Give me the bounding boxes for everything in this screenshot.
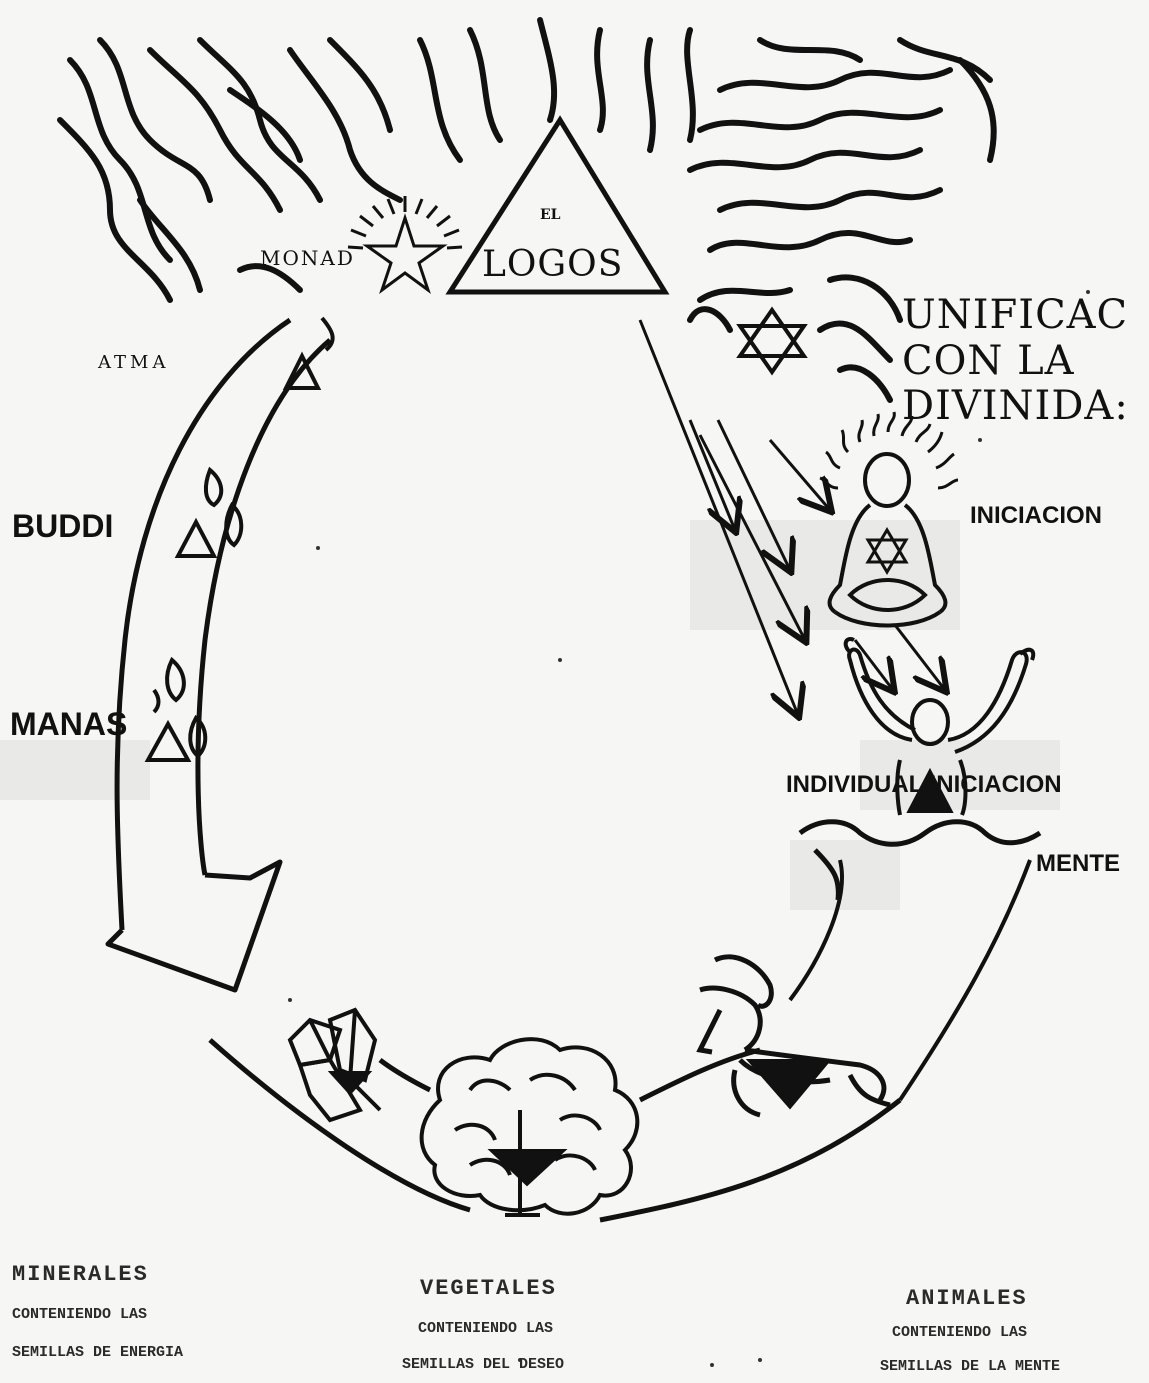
minerales-line-1: CONTENIENDO LAS (12, 1306, 147, 1323)
monad-star-icon (348, 196, 462, 290)
background-shading (0, 520, 1060, 910)
logos-rays-arrows (640, 320, 945, 715)
buddi-label: BUDDI (12, 508, 113, 545)
atma-triangle-icon (286, 318, 333, 388)
vegetales-title: VEGETALES (420, 1276, 557, 1301)
goat-icon (700, 957, 890, 1115)
unificacion-line-3: DIVINIDA: (902, 383, 1129, 429)
individual-iniciacion-label: INDIVIDUAL INICIACION (786, 771, 1062, 799)
iniciacion-label: INICIACION (970, 502, 1102, 530)
animales-title: ANIMALES (906, 1286, 1028, 1311)
minerales-title: MINERALES (12, 1262, 149, 1287)
specks (288, 290, 1090, 1367)
vegetales-line-2: SEMILLAS DEL DESEO (402, 1356, 564, 1373)
animales-line-1: CONTENIENDO LAS (892, 1324, 1027, 1341)
star-of-david-icon (740, 310, 804, 372)
tree-icon (422, 1039, 638, 1215)
manas-label: MANAS (10, 706, 127, 743)
unificacion-line-2: CON LA (902, 338, 1075, 384)
descending-arrow-icon (108, 320, 330, 990)
animales-line-2: SEMILLAS DE LA MENTE (880, 1358, 1060, 1375)
unificacion-line-1: UNIFICAC (902, 292, 1128, 338)
monad-label: MONAD (260, 246, 355, 270)
logos-label-top: EL (540, 207, 561, 223)
vegetales-line-1: CONTENIENDO LAS (418, 1320, 553, 1337)
flames-top-icon (420, 20, 693, 160)
minerales-line-2: SEMILLAS DE ENERGIA (12, 1344, 183, 1361)
atma-label: ATMA (98, 352, 169, 373)
logos-label: LOGOS (482, 244, 623, 285)
mente-label: MENTE (1036, 850, 1120, 878)
crystal-icon (290, 1010, 380, 1120)
